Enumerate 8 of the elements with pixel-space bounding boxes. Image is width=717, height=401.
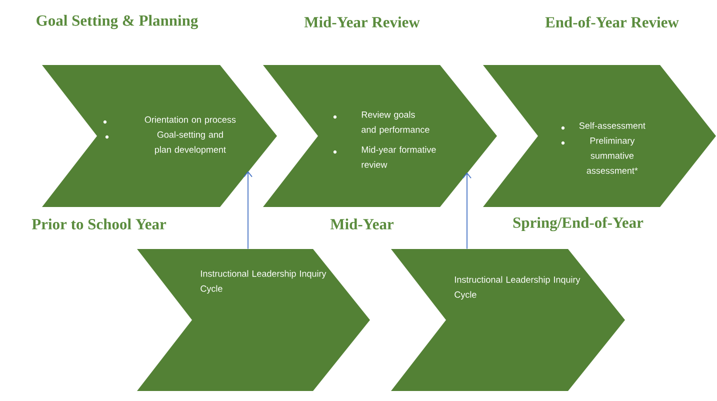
heading: Mid-Year (330, 218, 394, 230)
heading: Goal Setting & Planning (36, 14, 198, 30)
heading: Spring/End-of-Year (513, 216, 644, 232)
arrow (244, 171, 252, 250)
arrow (462, 172, 472, 250)
heading: Prior to School Year (32, 218, 166, 230)
heading: End-of-Year Review (545, 16, 679, 28)
heading: Mid-Year Review (304, 16, 420, 28)
